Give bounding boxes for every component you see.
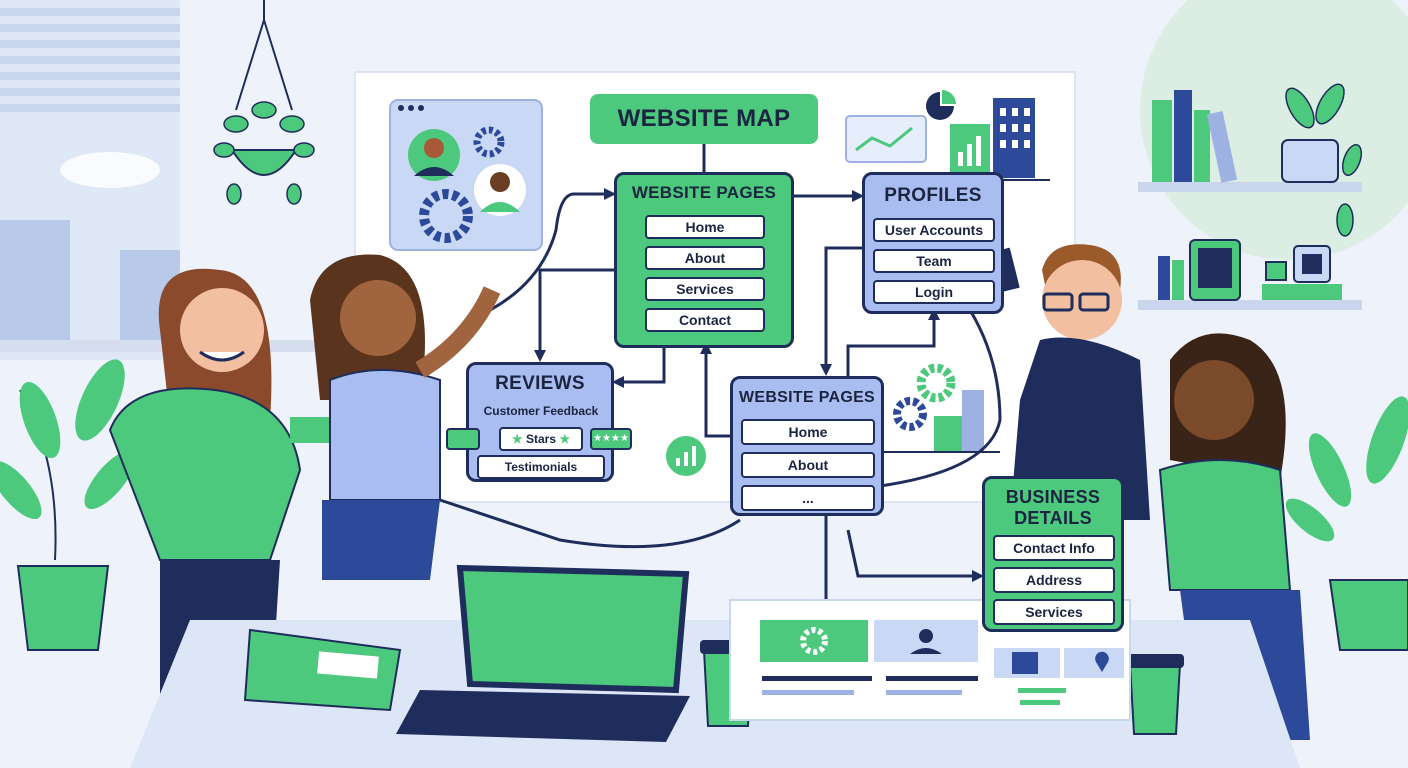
- page-item-home: Home: [645, 215, 765, 239]
- business-title-line1: BUSINESS: [1005, 487, 1101, 507]
- website-pages-mid-title: WEBSITE PAGES: [738, 389, 876, 406]
- coffee-cup-icon: [1128, 663, 1182, 735]
- website-map-title: WEBSITE MAP: [617, 105, 791, 132]
- profile-item-login: Login: [873, 280, 995, 304]
- star-rating-chip: [446, 428, 480, 450]
- business-title-line2: DETAILS: [1014, 508, 1092, 528]
- book: [1174, 90, 1192, 182]
- plant-icon: [1285, 83, 1363, 237]
- profile-item-user-accounts: User Accounts: [873, 218, 995, 242]
- person-rope: [310, 254, 501, 580]
- gear-icon: [800, 627, 828, 655]
- business-item-contact-info: Contact Info: [993, 535, 1115, 561]
- website-map-title-box: WEBSITE MAP: [590, 94, 818, 144]
- book-stack: [1262, 284, 1342, 300]
- business-details-box: BUSINESS DETAILS Contact Info Address Se…: [982, 476, 1124, 632]
- star-icon: ★: [559, 432, 571, 446]
- website-pages-top-box: WEBSITE PAGES Home About Services Contac…: [614, 172, 794, 348]
- book: [1152, 100, 1172, 182]
- rope-connector: [879, 309, 1002, 488]
- hanging-plant-pot: [230, 149, 298, 176]
- building-icon: [934, 416, 962, 452]
- gear-icon: [916, 363, 956, 403]
- wall-decoration: [1140, 0, 1408, 260]
- website-pages-mid-box: WEBSITE PAGES Home About ...: [730, 376, 884, 516]
- plant-icon: [1285, 396, 1408, 651]
- building-icon: [962, 390, 984, 452]
- page-item-about: About: [645, 246, 765, 270]
- profiles-title: PROFILES: [884, 185, 982, 206]
- page-item-about: About: [741, 452, 875, 478]
- stars-label: Stars: [525, 432, 557, 446]
- plant-icon: [213, 101, 315, 205]
- reviews-title: REVIEWS: [495, 373, 585, 394]
- rope-connector: [439, 498, 741, 549]
- page-item-more: ...: [741, 485, 875, 511]
- book: [1206, 111, 1238, 183]
- shelf: [1138, 300, 1362, 310]
- pie-chart-icon: [926, 92, 954, 120]
- business-item-address: Address: [993, 567, 1115, 593]
- review-item-stars: ★ Stars ★: [499, 427, 583, 451]
- cloud: [60, 152, 160, 188]
- gear-card: [760, 620, 868, 662]
- star-rating-chip: ★★★★: [590, 428, 632, 450]
- map-pin-icon: [1095, 651, 1109, 672]
- person-glasses: [990, 244, 1150, 520]
- page-item-contact: Contact: [645, 308, 765, 332]
- reviews-box: REVIEWS Customer Feedback ★ Stars ★ Test…: [466, 362, 614, 482]
- line-chart-icon: [855, 126, 913, 152]
- building-icon: [1012, 652, 1038, 674]
- plant-icon: [0, 359, 136, 651]
- person-left: [108, 268, 399, 720]
- profiles-box: PROFILES User Accounts Team Login: [862, 172, 1004, 314]
- connector-arrows: [469, 142, 972, 612]
- page-item-services: Services: [645, 277, 765, 301]
- plant-pot: [1281, 139, 1339, 183]
- review-item-testimonials: Testimonials: [477, 455, 605, 479]
- gear-icon: [473, 126, 505, 158]
- mug-icon: [1265, 261, 1287, 281]
- window-blinds: [0, 8, 180, 112]
- book: [1172, 260, 1184, 300]
- website-pages-top-title: WEBSITE PAGES: [631, 183, 777, 202]
- laptop-keyboard: [396, 690, 690, 742]
- laptop-icon: [456, 564, 690, 694]
- gear-icon: [893, 397, 927, 431]
- map-card: [1064, 648, 1124, 678]
- line-chart-card: [845, 115, 927, 163]
- page-item-home: Home: [741, 419, 875, 445]
- city-building: [0, 220, 70, 340]
- shelf: [1138, 182, 1362, 192]
- star-icon: ★: [511, 432, 523, 446]
- book: [1194, 110, 1210, 182]
- business-item-services: Services: [993, 599, 1115, 625]
- book: [1158, 256, 1170, 300]
- review-item-customer-feedback: Customer Feedback: [483, 404, 599, 418]
- gear-icon: [419, 189, 473, 243]
- profile-item-team: Team: [873, 249, 995, 273]
- user-avatar-icon: [919, 629, 933, 643]
